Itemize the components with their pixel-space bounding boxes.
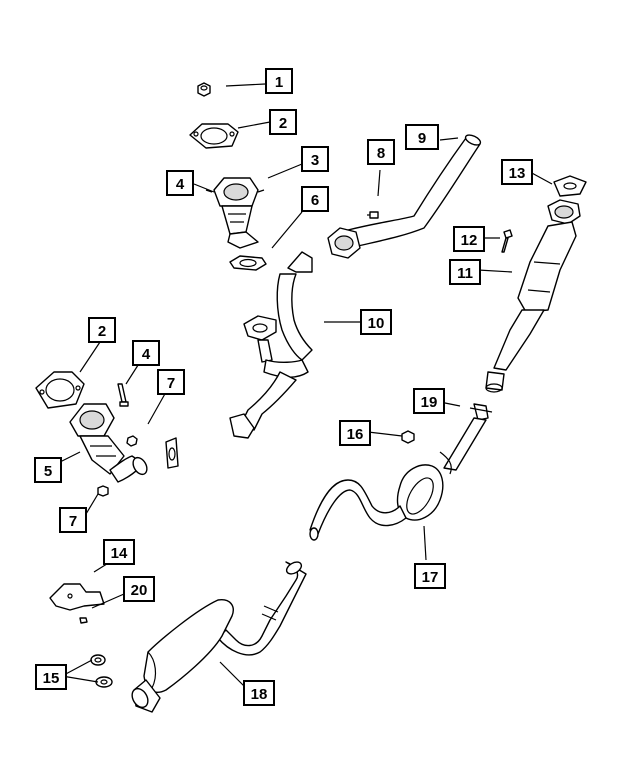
part-9-front-pipe — [327, 134, 482, 259]
callout-19: 19 — [413, 388, 445, 414]
svg-text:15: 15 — [43, 670, 60, 687]
callout-1: 1 — [265, 68, 293, 94]
callout-2-lower: 2 — [88, 317, 116, 343]
part-8-bolt — [367, 211, 379, 219]
part-7-gasket — [126, 435, 179, 469]
part-12-bolt — [501, 229, 513, 253]
part-5-converter-lower — [69, 403, 148, 483]
svg-text:16: 16 — [347, 426, 364, 443]
callout-20: 20 — [123, 576, 155, 602]
part-7-nut — [97, 485, 109, 497]
callout-14: 14 — [103, 539, 135, 565]
part-19-clamp — [469, 403, 493, 421]
leader-lines — [59, 83, 553, 691]
part-16-nut — [401, 430, 415, 444]
part-15-isolator-lower — [95, 676, 113, 688]
part-11-converter-rear — [485, 199, 581, 393]
part-10-y-pipe — [229, 251, 313, 439]
svg-text:9: 9 — [418, 130, 426, 147]
svg-text:1: 1 — [275, 74, 283, 91]
part-18-muffler — [131, 561, 307, 713]
callout-6: 6 — [301, 186, 329, 212]
callout-11: 11 — [449, 259, 481, 285]
svg-text:7: 7 — [167, 375, 175, 392]
callout-4-lower: 4 — [132, 340, 160, 366]
callout-18: 18 — [243, 680, 275, 706]
svg-text:17: 17 — [422, 569, 439, 586]
part-14-bracket — [49, 583, 105, 611]
callout-8: 8 — [367, 139, 395, 165]
callout-2-upper: 2 — [269, 109, 297, 135]
callout-13: 13 — [501, 159, 533, 185]
part-4-converter-upper — [205, 177, 265, 249]
part-2-gasket-lower — [35, 371, 85, 409]
callout-7-upper: 7 — [157, 369, 185, 395]
svg-text:20: 20 — [131, 582, 148, 599]
callout-15: 15 — [35, 664, 67, 690]
part-17-resonator-pipe — [309, 417, 487, 541]
part-20-bolt — [79, 617, 88, 624]
svg-text:4: 4 — [176, 176, 185, 193]
callout-7-lower: 7 — [59, 507, 87, 533]
svg-text:12: 12 — [461, 232, 478, 249]
svg-text:13: 13 — [509, 165, 526, 182]
svg-text:14: 14 — [111, 545, 128, 562]
callout-4-upper: 4 — [166, 170, 194, 196]
callout-10: 10 — [360, 309, 392, 335]
part-4-bolt-lower — [117, 383, 129, 407]
svg-text:19: 19 — [421, 394, 438, 411]
part-2-gasket-upper — [189, 123, 239, 149]
callout-5: 5 — [34, 457, 62, 483]
part-6-gasket — [229, 255, 267, 271]
svg-text:5: 5 — [44, 463, 52, 480]
svg-text:2: 2 — [98, 323, 106, 340]
callout-16: 16 — [339, 420, 371, 446]
callout-3: 3 — [301, 146, 329, 172]
part-1-nut — [197, 82, 211, 97]
callout-9: 9 — [405, 124, 439, 150]
part-15-isolator-upper — [90, 654, 106, 666]
callout-17: 17 — [414, 563, 446, 589]
part-13-gasket — [553, 175, 587, 197]
callout-12: 12 — [453, 226, 485, 252]
svg-text:2: 2 — [279, 115, 287, 132]
svg-text:3: 3 — [311, 152, 319, 169]
svg-text:10: 10 — [368, 315, 385, 332]
svg-text:18: 18 — [251, 686, 268, 703]
svg-text:4: 4 — [142, 346, 151, 363]
svg-text:7: 7 — [69, 513, 77, 530]
svg-text:6: 6 — [311, 192, 319, 209]
svg-text:8: 8 — [377, 145, 385, 162]
svg-text:11: 11 — [457, 265, 473, 282]
